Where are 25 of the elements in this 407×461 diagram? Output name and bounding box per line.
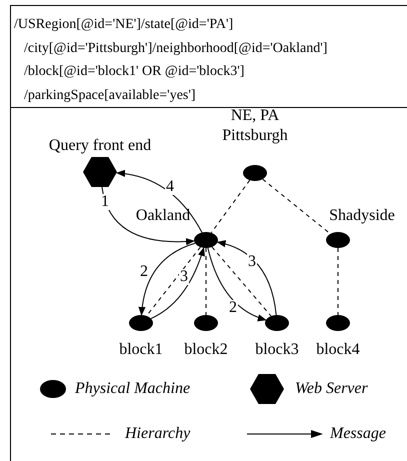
- dashed-line: [210, 180, 250, 234]
- legend-label: Message: [330, 425, 386, 443]
- query-line: /USRegion[@id='NE']/state[@id='PA']: [14, 17, 234, 33]
- query-line: /block[@id='block1' OR @id='block3']: [24, 64, 244, 80]
- dashed-line: [262, 178, 331, 234]
- node-label: block2: [183, 340, 229, 360]
- node-label: Query front end: [48, 136, 152, 156]
- node-label: Shadyside: [328, 206, 396, 226]
- query-line: /parkingSpace[available='yes']: [24, 88, 196, 104]
- query-line: /city[@id='Pittsburgh']/neighborhood[@id='Oakland']: [24, 40, 328, 56]
- arrow: [116, 170, 202, 233]
- legend-label: Web Server: [295, 380, 368, 398]
- legend-label: Physical Machine: [75, 380, 190, 398]
- node-label: block4: [315, 340, 361, 360]
- arrow: [101, 186, 195, 245]
- node-label: block1: [118, 340, 164, 360]
- node-label: Oakland: [134, 206, 192, 226]
- edge-label: 3: [179, 269, 189, 285]
- arrow: [216, 240, 277, 316]
- node-label: NE, PA Pittsburgh: [221, 106, 289, 146]
- node-label: block3: [254, 340, 300, 360]
- legend-label: Hierarchy: [125, 425, 190, 443]
- edge-label: 4: [165, 179, 175, 195]
- arrow: [138, 242, 196, 316]
- edge-label: 1: [100, 194, 110, 210]
